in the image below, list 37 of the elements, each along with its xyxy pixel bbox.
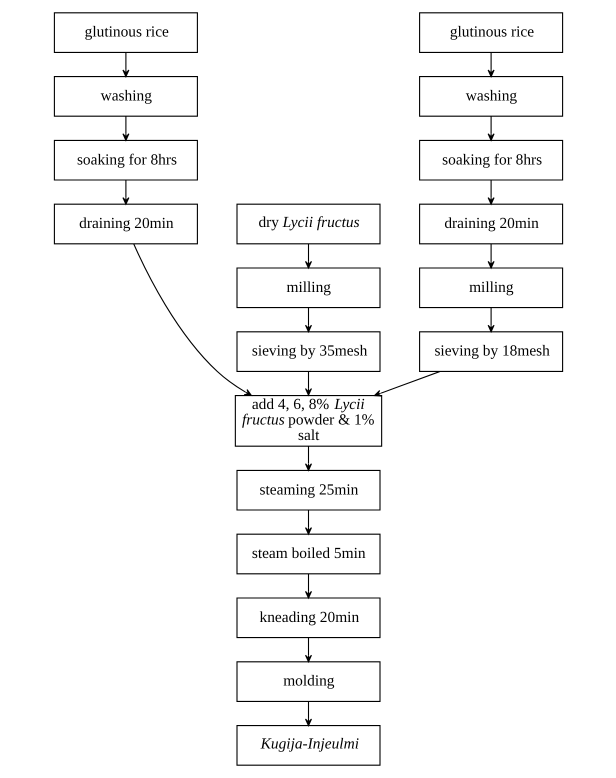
arrow	[304, 574, 312, 599]
arrow	[122, 52, 129, 78]
arrow	[304, 446, 312, 471]
arrow	[487, 52, 494, 78]
arrow	[304, 510, 312, 535]
node-box: Kugija-Injeulmi	[236, 725, 380, 766]
node-box: steam boiled 5min	[236, 534, 380, 574]
arrow	[132, 244, 252, 396]
node-box: kneading 20min	[236, 597, 380, 638]
arrow	[304, 702, 312, 726]
node-box: glutinous rice	[53, 12, 198, 53]
arrow	[304, 372, 312, 396]
node-box: dry Lycii fructus	[236, 204, 380, 244]
node-box: steaming 25min	[236, 470, 380, 511]
node-box: milling	[418, 267, 563, 308]
node-box: sieving by 35mesh	[236, 331, 380, 372]
node-box: soaking for 8hrs	[53, 140, 198, 181]
arrow	[304, 244, 312, 269]
arrow	[487, 180, 494, 205]
arrow	[487, 116, 494, 141]
node-box: sieving by 18mesh	[418, 331, 563, 372]
node-box: molding	[236, 661, 380, 702]
arrow	[487, 244, 494, 269]
arrow	[304, 638, 312, 662]
node-box: milling	[236, 267, 380, 308]
arrow	[373, 371, 440, 397]
arrow	[487, 308, 494, 332]
node-box: draining 20min	[418, 204, 563, 244]
node-box: draining 20min	[53, 204, 198, 244]
node-box: soaking for 8hrs	[418, 140, 563, 181]
arrow	[122, 180, 129, 205]
node-box: washing	[53, 76, 198, 117]
arrow	[122, 116, 129, 141]
node-box: add 4, 6, 8% Lycii fructus powder & 1% salt	[234, 395, 382, 447]
arrow	[304, 308, 312, 332]
node-box: washing	[418, 76, 563, 117]
node-box: glutinous rice	[418, 12, 563, 53]
